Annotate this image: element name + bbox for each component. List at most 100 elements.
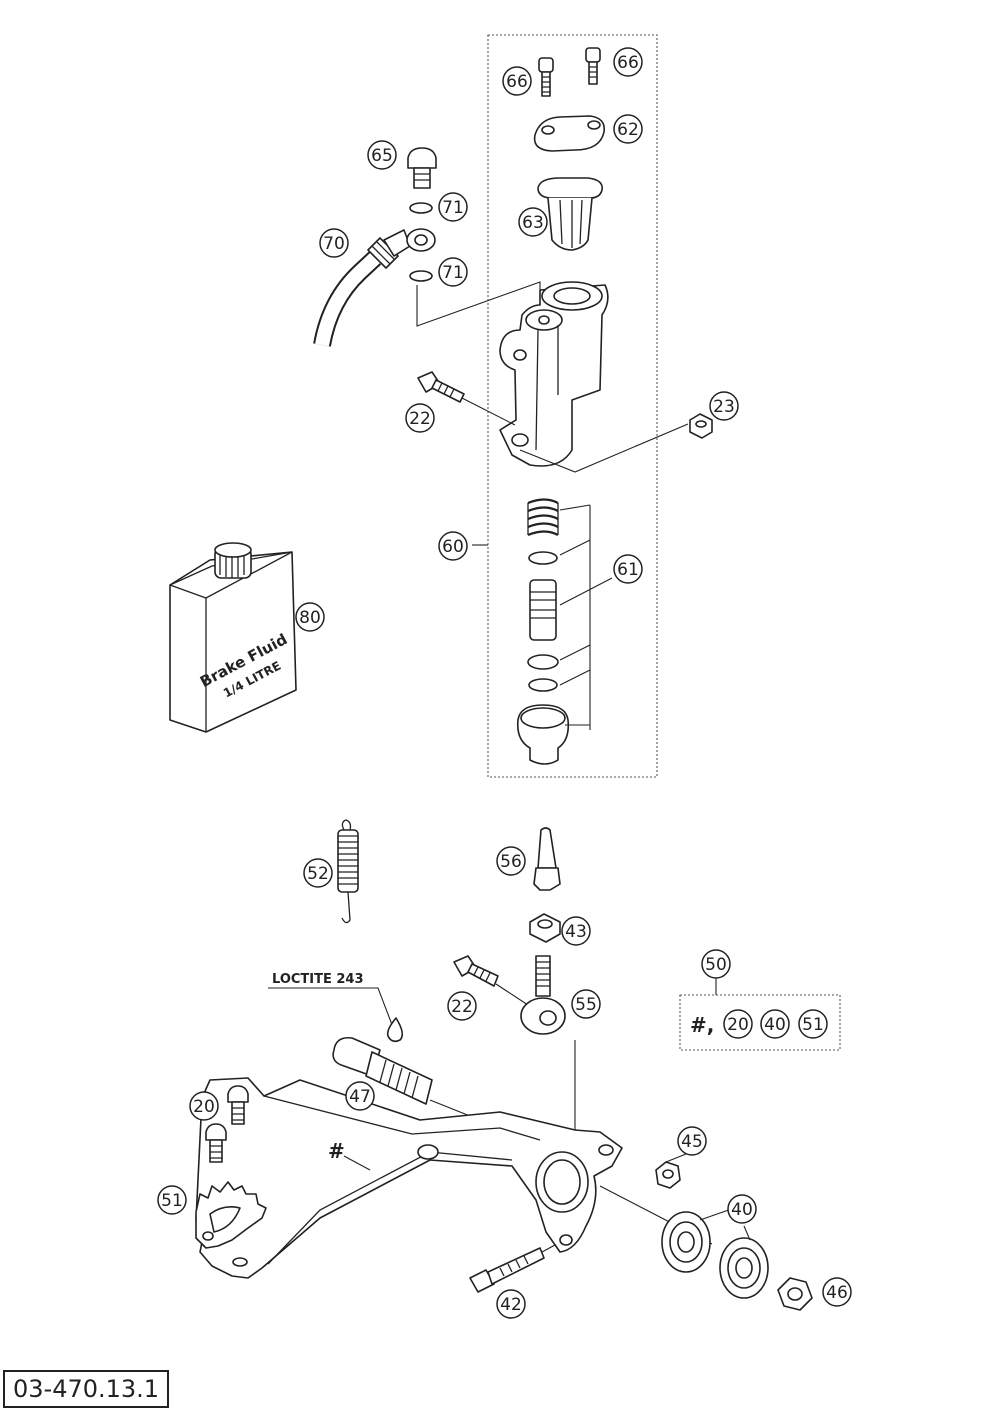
dust-boot-61 — [516, 704, 570, 765]
callout-43: 43 — [561, 916, 591, 946]
screw-20-upper — [227, 1085, 249, 1125]
svg-text:50: 50 — [705, 955, 727, 975]
nut-46 — [777, 1277, 813, 1311]
clevis-55 — [520, 955, 566, 1035]
callout-62: 62 — [613, 114, 643, 144]
svg-text:20: 20 — [727, 1015, 749, 1035]
nut-43 — [529, 913, 561, 943]
svg-text:55: 55 — [575, 995, 597, 1015]
screw-66-right — [585, 47, 601, 85]
callout-66-left: 66 — [502, 66, 532, 96]
svg-text:46: 46 — [826, 1283, 848, 1303]
piston-61 — [529, 579, 557, 641]
svg-text:23: 23 — [713, 397, 735, 417]
svg-text:62: 62 — [617, 120, 639, 140]
callout-kit-20: 20 — [723, 1009, 753, 1039]
callout-22-lower: 22 — [447, 991, 477, 1021]
callout-55: 55 — [571, 989, 601, 1019]
document-number: 03-470.13.1 — [3, 1370, 170, 1408]
svg-text:40: 40 — [764, 1015, 786, 1035]
callout-47: 47 — [345, 1081, 375, 1111]
svg-text:51: 51 — [802, 1015, 824, 1035]
callout-22-upper: 22 — [405, 403, 435, 433]
leader-22-upper — [461, 397, 516, 426]
bolt-22-upper — [417, 371, 465, 403]
callout-63: 63 — [518, 207, 548, 237]
nut-23 — [689, 413, 713, 439]
svg-text:45: 45 — [681, 1132, 703, 1152]
master-cylinder-body — [499, 281, 609, 467]
screw-20-lower — [205, 1123, 227, 1163]
circlip-61c — [528, 678, 558, 692]
leader-61-bracket — [559, 504, 613, 730]
callout-71-upper: 71 — [438, 192, 468, 222]
svg-text:52: 52 — [307, 864, 329, 884]
pedal-step-51 — [195, 1181, 267, 1249]
loctite-drop-icon — [386, 1017, 404, 1043]
svg-text:65: 65 — [371, 146, 393, 166]
callout-42: 42 — [496, 1289, 526, 1319]
callout-46: 46 — [822, 1277, 852, 1307]
washer-61b — [527, 654, 559, 670]
svg-text:43: 43 — [565, 922, 587, 942]
callout-kit-51: 51 — [798, 1009, 828, 1039]
svg-text:70: 70 — [323, 234, 345, 254]
callout-50: 50 — [701, 949, 731, 979]
svg-text:20: 20 — [193, 1097, 215, 1117]
callout-20: 20 — [189, 1091, 219, 1121]
brake-hose-70 — [313, 228, 436, 347]
svg-text:56: 56 — [500, 852, 522, 872]
washer-71-upper — [409, 202, 433, 214]
callout-71-lower: 71 — [438, 257, 468, 287]
return-spring-52 — [337, 819, 359, 924]
screw-66-left — [538, 57, 554, 97]
push-rod-56 — [533, 827, 561, 891]
leader-23 — [519, 423, 689, 473]
hash-leader — [343, 1155, 371, 1171]
washer-71-lower — [409, 270, 433, 282]
pivot-bolt-47 — [332, 1036, 433, 1105]
loctite-note: LOCTITE 243 — [272, 972, 364, 987]
callout-56: 56 — [496, 846, 526, 876]
svg-text:71: 71 — [442, 198, 464, 218]
svg-text:42: 42 — [500, 1295, 522, 1315]
svg-text:71: 71 — [442, 263, 464, 283]
callout-70: 70 — [319, 228, 349, 258]
callout-60: 60 — [438, 531, 468, 561]
kit-prefix: #, — [690, 1013, 714, 1037]
spring-61 — [527, 498, 559, 537]
svg-text:22: 22 — [409, 409, 431, 429]
leader-22-lower — [495, 983, 529, 1006]
svg-text:51: 51 — [161, 1191, 183, 1211]
callout-40: 40 — [727, 1194, 757, 1224]
callout-51: 51 — [157, 1185, 187, 1215]
callout-kit-40: 40 — [760, 1009, 790, 1039]
diaphragm-63 — [537, 177, 604, 251]
svg-text:60: 60 — [442, 537, 464, 557]
banjo-bolt-65 — [407, 147, 437, 189]
callout-52: 52 — [303, 858, 333, 888]
svg-text:47: 47 — [349, 1087, 371, 1107]
callout-80: 80 — [295, 602, 325, 632]
brake-pedal-lever — [195, 1077, 623, 1279]
hash-mark: # — [328, 1139, 345, 1163]
svg-text:40: 40 — [731, 1200, 753, 1220]
callout-65: 65 — [367, 140, 397, 170]
callout-61: 61 — [613, 554, 643, 584]
leader-42 — [541, 1244, 556, 1253]
svg-text:66: 66 — [506, 72, 528, 92]
svg-text:61: 61 — [617, 560, 639, 580]
master-cylinder-group-box — [487, 34, 658, 778]
svg-text:22: 22 — [451, 997, 473, 1017]
nut-45 — [655, 1161, 681, 1189]
svg-text:66: 66 — [617, 53, 639, 73]
seal-ring-61a — [528, 551, 558, 565]
callout-23: 23 — [709, 391, 739, 421]
bearing-40-right — [719, 1237, 769, 1299]
reservoir-cover-62 — [533, 115, 606, 152]
loctite-underline — [268, 987, 395, 1031]
brake-fluid-can-80 — [169, 542, 297, 733]
bearing-40-left — [661, 1211, 711, 1273]
callout-66-right: 66 — [613, 47, 643, 77]
